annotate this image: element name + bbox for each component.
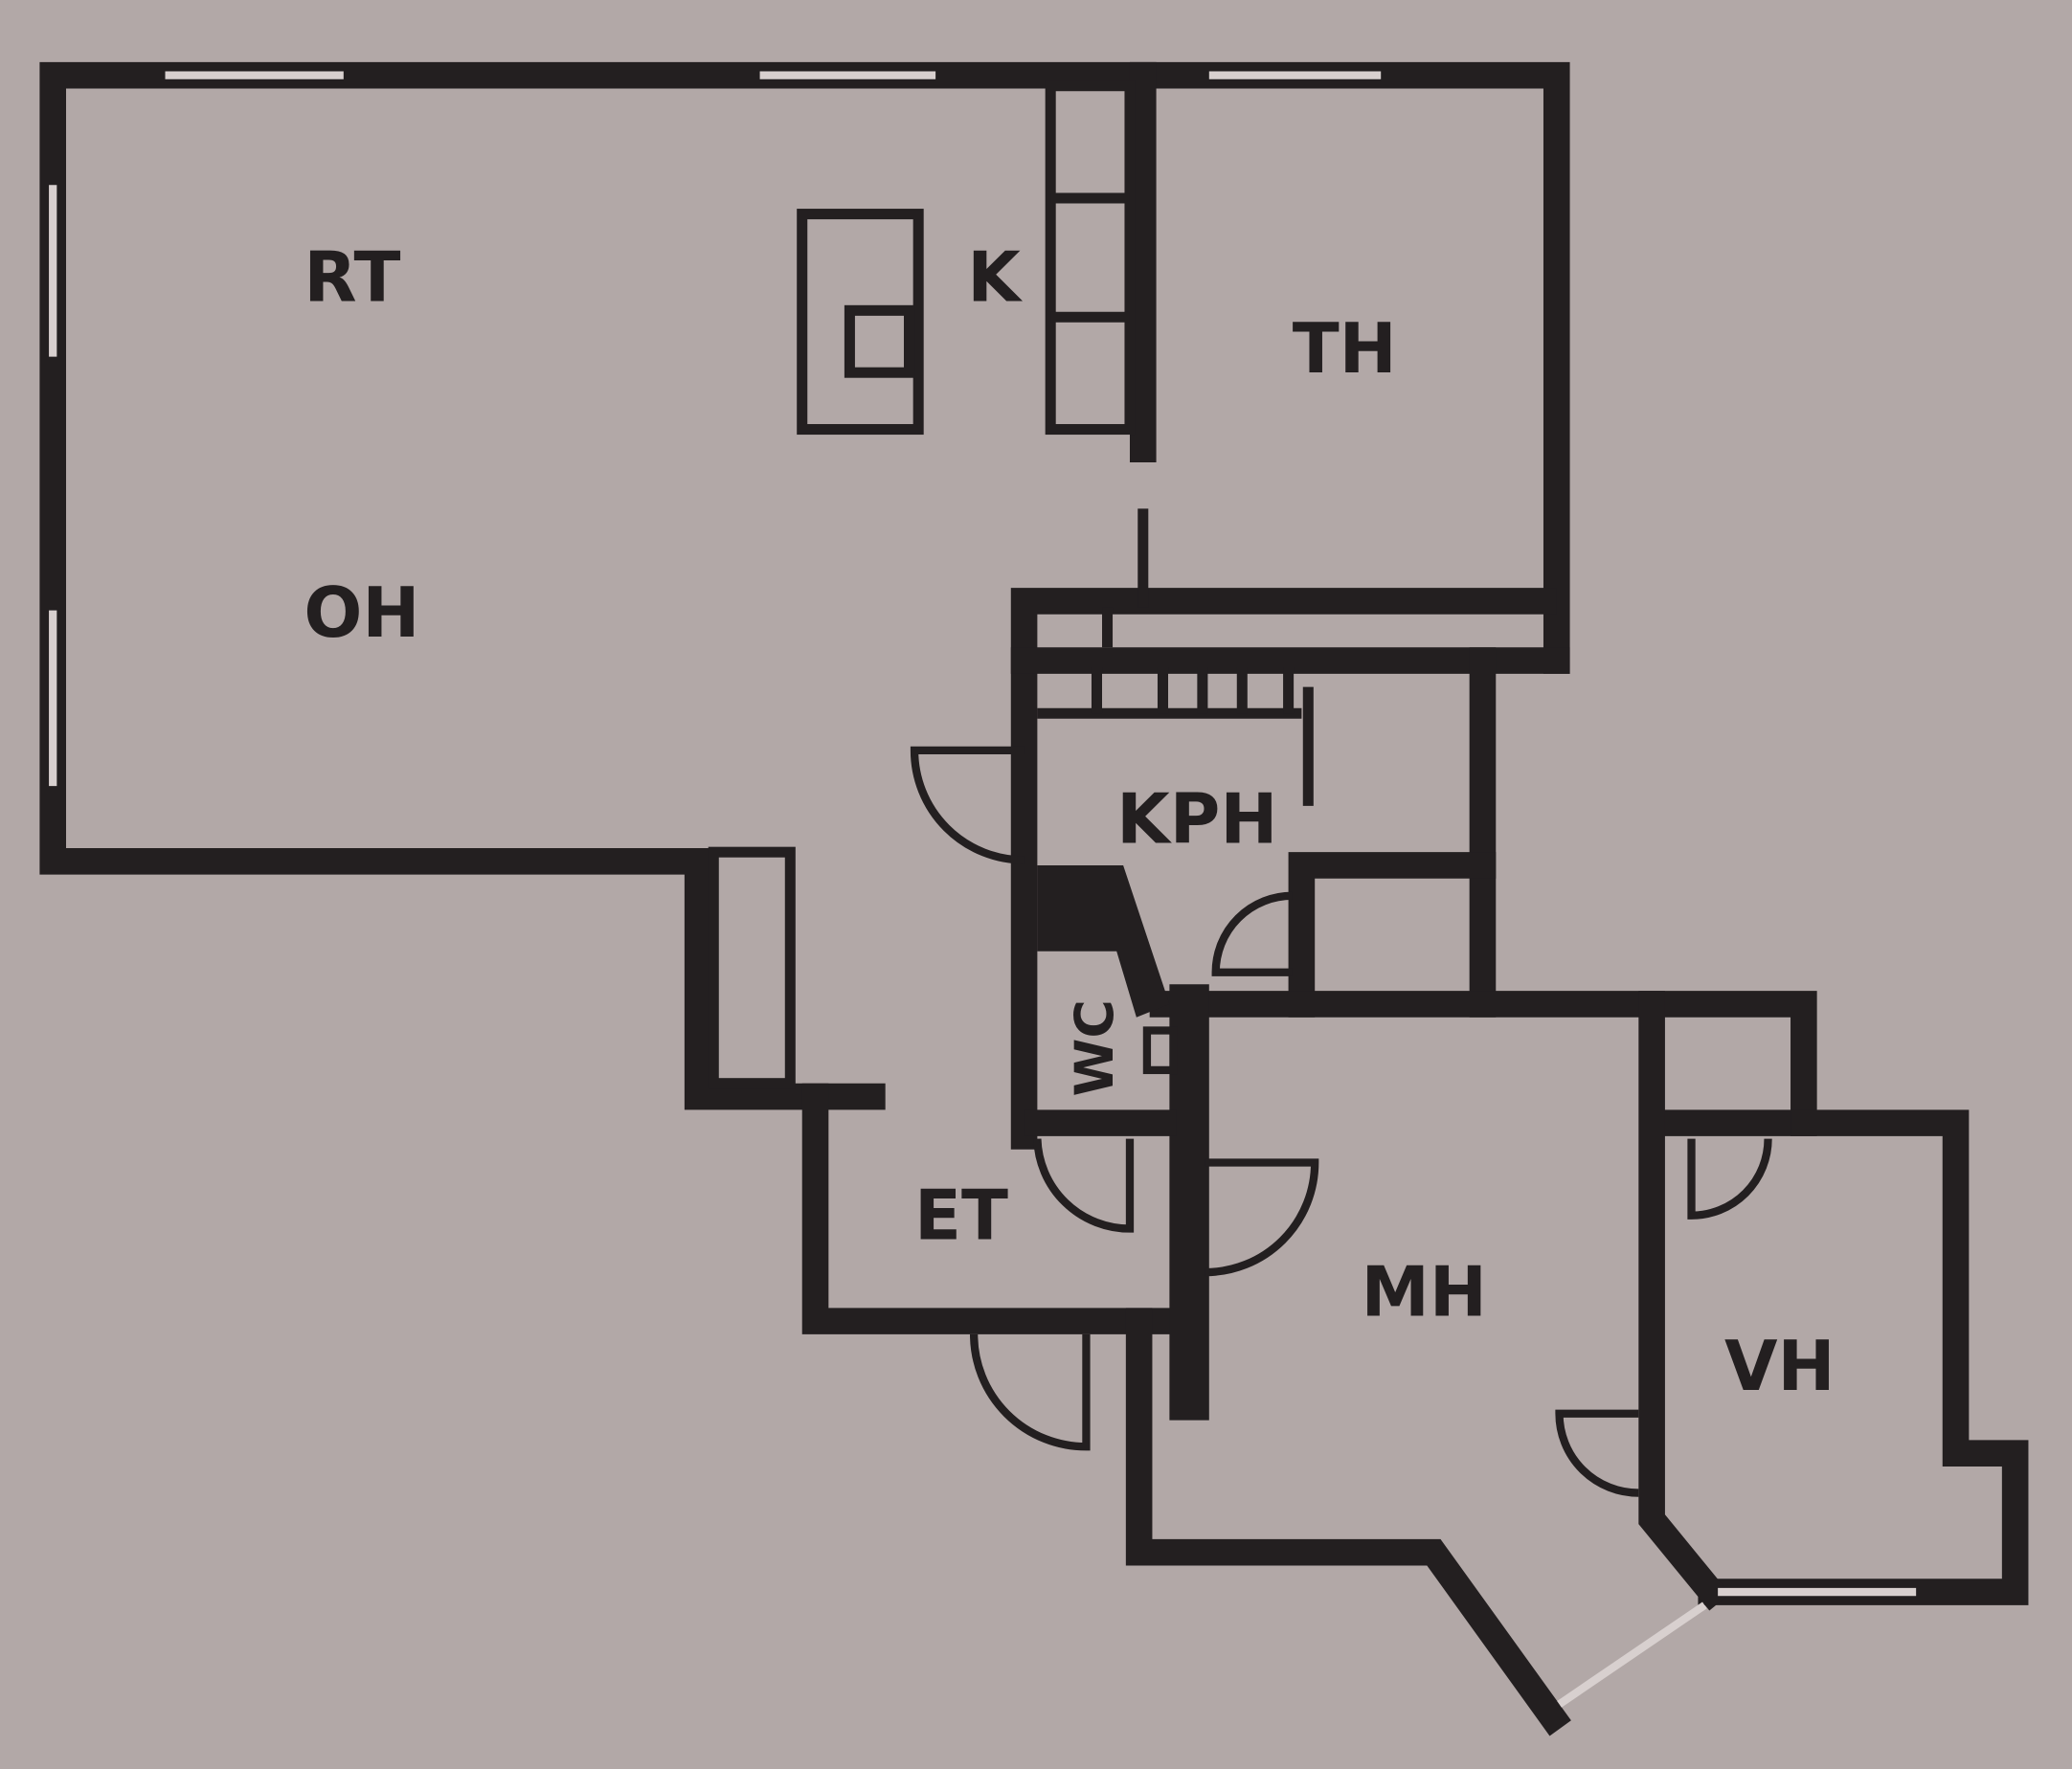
doors [910,746,1772,1497]
kitchen-island [797,209,924,436]
room-label-rt: RT [304,237,400,318]
door-arc [1211,891,1293,976]
door-arc [1205,1158,1319,1277]
windows [49,71,1917,1708]
hall-storage [708,607,1314,1089]
room-label-kph: KPH [1116,779,1277,860]
door-arc [1687,1138,1772,1220]
sink [844,304,915,378]
walls [39,61,2029,1736]
room-label-k: K [967,237,1023,318]
room-labels: RT K TH OH KPH WC ET MH VH [304,237,1835,1406]
room-label-et: ET [914,1176,1008,1256]
room-label-vh: VH [1724,1326,1836,1406]
kitchen-fixtures [797,80,1149,608]
room-label-wc: WC [1065,999,1126,1096]
room-label-oh: OH [304,572,419,653]
door-arc [969,1333,1091,1451]
room-label-th: TH [1293,308,1397,389]
room-label-mh: MH [1362,1252,1487,1332]
shaft [1037,864,1170,1018]
door-arc [910,746,1025,864]
door-arc [1033,1138,1135,1233]
door-arc [1555,1409,1639,1497]
wc-fixture [1142,1026,1178,1075]
